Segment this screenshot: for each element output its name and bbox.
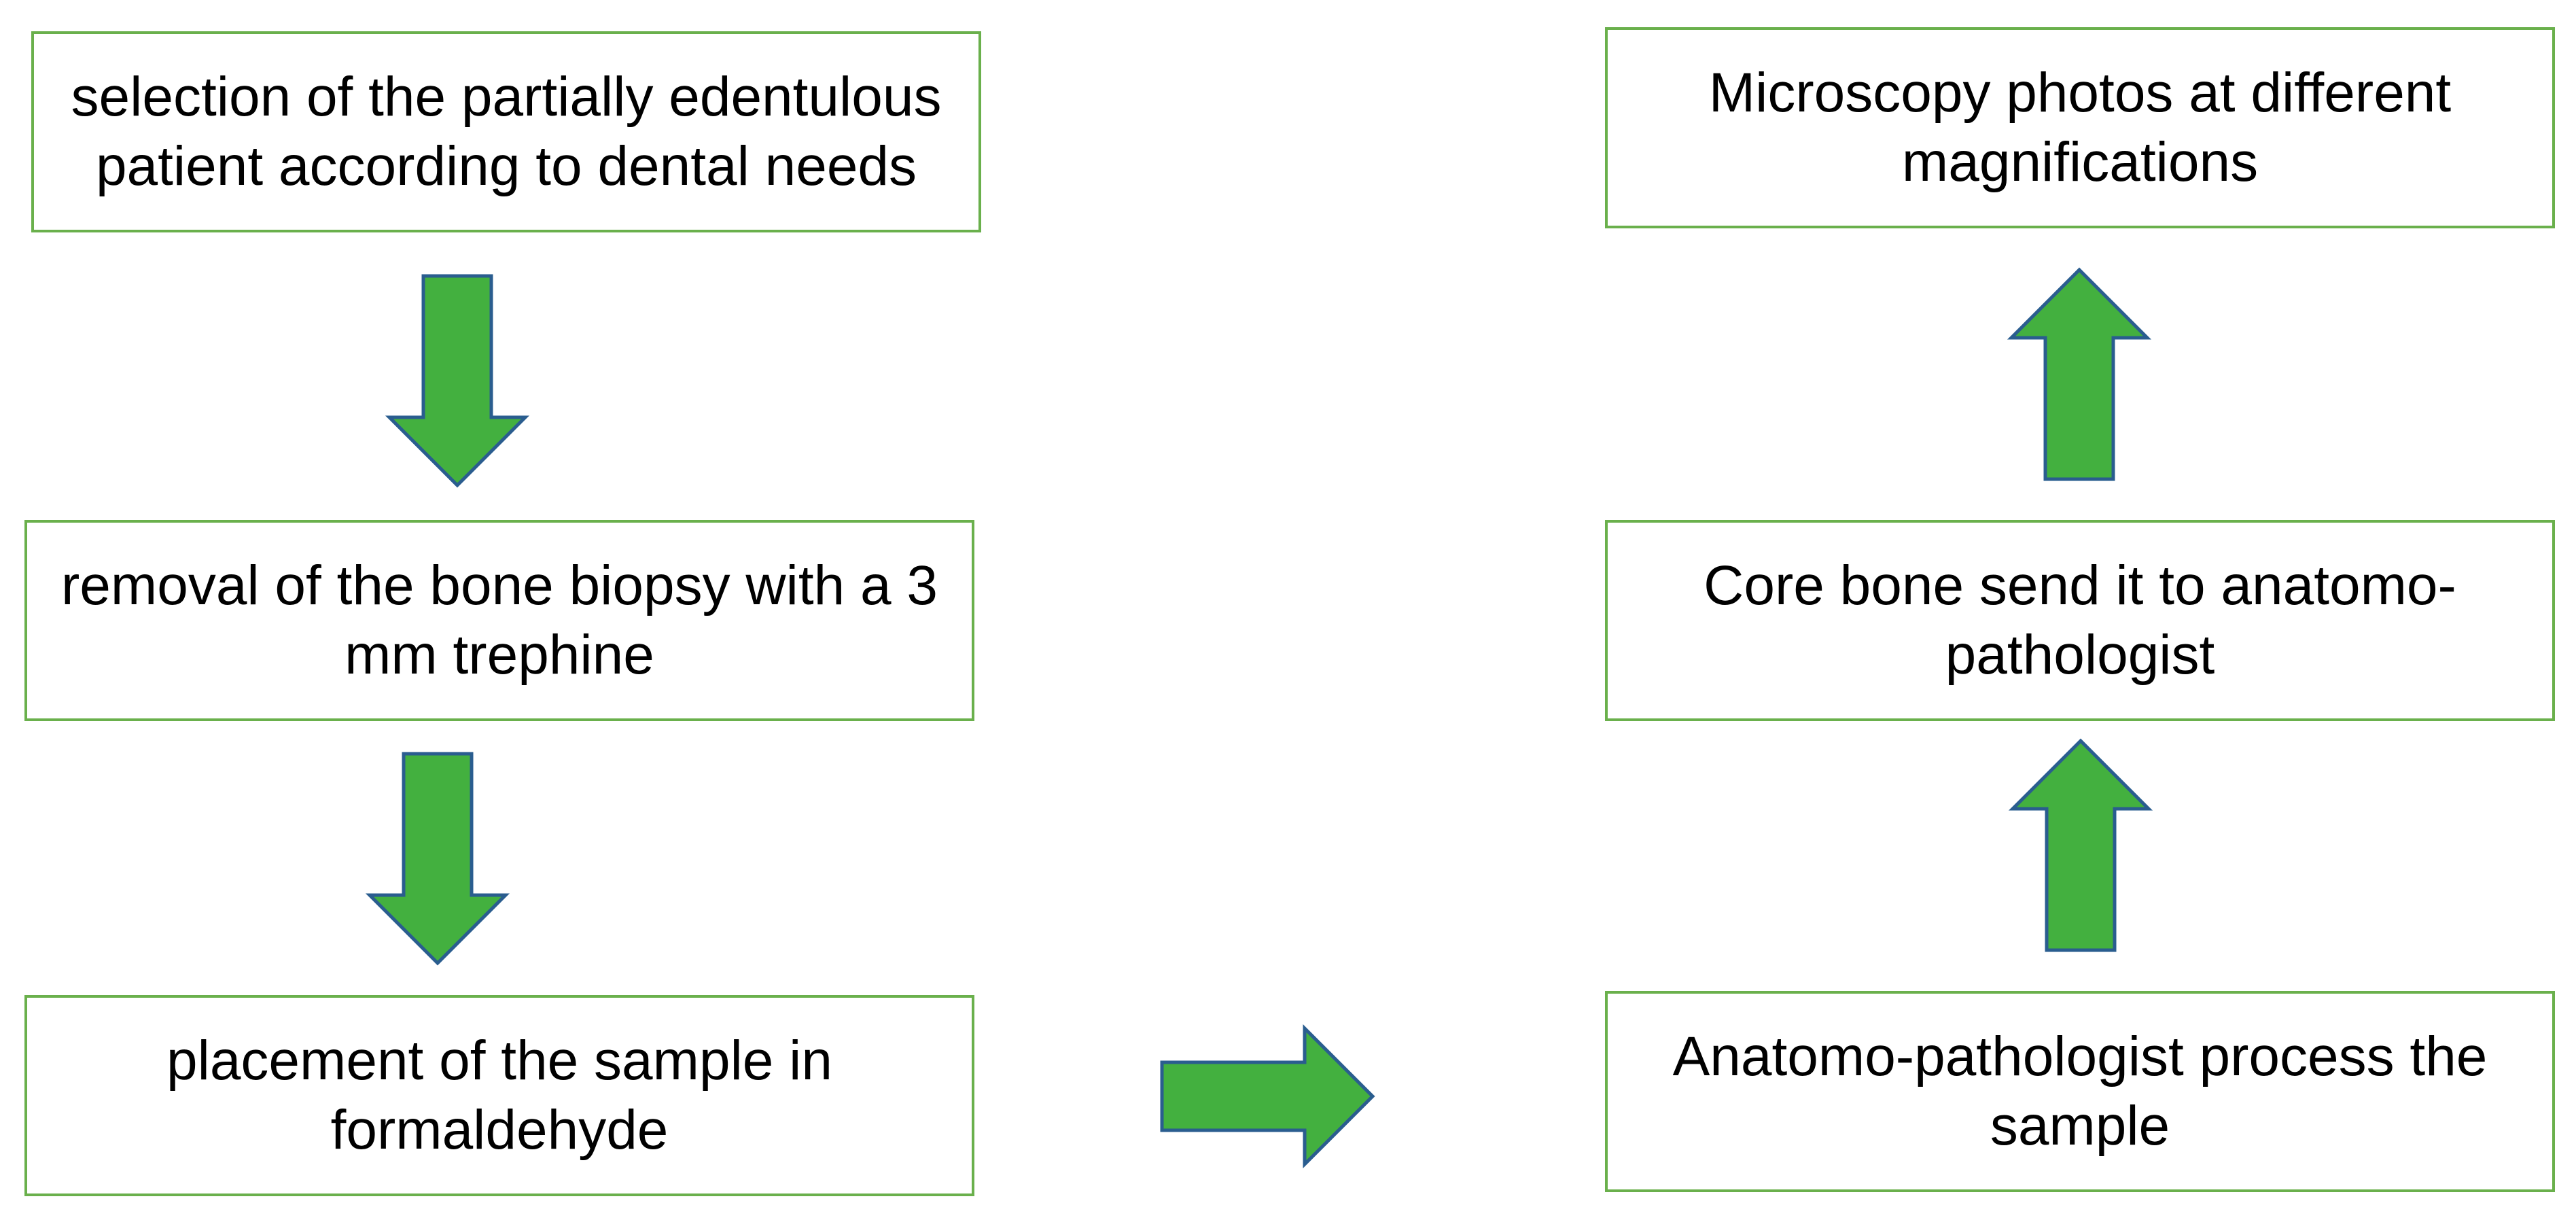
step-selection-box: selection of the partially edentulous pa… — [31, 31, 981, 232]
arrow-up-2-icon — [2007, 267, 2152, 481]
arrow-right-icon — [1160, 1024, 1375, 1169]
step-placement-text: placement of the sample in formaldehyde — [166, 1029, 832, 1162]
step-send-text: Core bone send it to anatomo-pathologist — [1704, 554, 2456, 686]
step-send-box: Core bone send it to anatomo-pathologist — [1605, 520, 2555, 721]
step-microscopy-box: Microscopy photos at different magnifica… — [1605, 27, 2555, 228]
step-removal-box: removal of the bone biopsy with a 3 mm t… — [24, 520, 974, 721]
step-microscopy-text: Microscopy photos at different magnifica… — [1708, 61, 2452, 194]
arrow-down-1-icon — [385, 274, 530, 488]
step-selection-text: selection of the partially edentulous pa… — [71, 65, 942, 198]
step-process-text: Anatomo-pathologist process the sample — [1672, 1025, 2488, 1157]
step-process-box: Anatomo-pathologist process the sample — [1605, 991, 2555, 1192]
arrow-up-1-icon — [2008, 738, 2153, 952]
step-removal-text: removal of the bone biopsy with a 3 mm t… — [61, 554, 938, 686]
step-placement-box: placement of the sample in formaldehyde — [24, 995, 974, 1196]
arrow-down-2-icon — [365, 752, 510, 966]
